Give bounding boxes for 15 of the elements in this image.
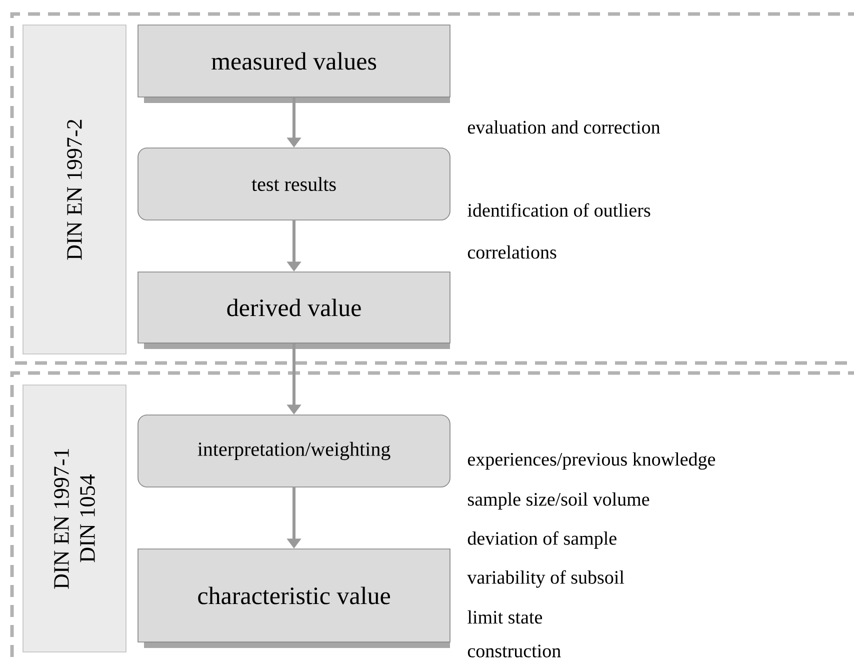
annotation-text: construction bbox=[468, 644, 561, 658]
process-box: derived value bbox=[138, 272, 450, 349]
process-box: measured values bbox=[138, 24, 450, 103]
annotation-text: sample size/soil volume bbox=[468, 492, 650, 510]
annotation-text: limit state bbox=[468, 610, 542, 624]
annotation-text: deviation of sample bbox=[468, 531, 616, 549]
rounded-box: interpretation/weighting bbox=[138, 414, 450, 488]
side-band: DIN EN 1997-2 bbox=[22, 24, 126, 354]
annotation-text: experiences/previous knowledge bbox=[468, 452, 716, 470]
rounded-box: test results bbox=[138, 148, 450, 220]
annotation-text: evaluation and correction bbox=[468, 120, 660, 134]
annotation-text: identification of outliers bbox=[468, 203, 650, 217]
process-box: characteristic value bbox=[138, 548, 450, 648]
annotation-text: correlations bbox=[468, 245, 556, 259]
side-band: DIN EN 1997-1 DIN 1054 bbox=[22, 384, 126, 652]
